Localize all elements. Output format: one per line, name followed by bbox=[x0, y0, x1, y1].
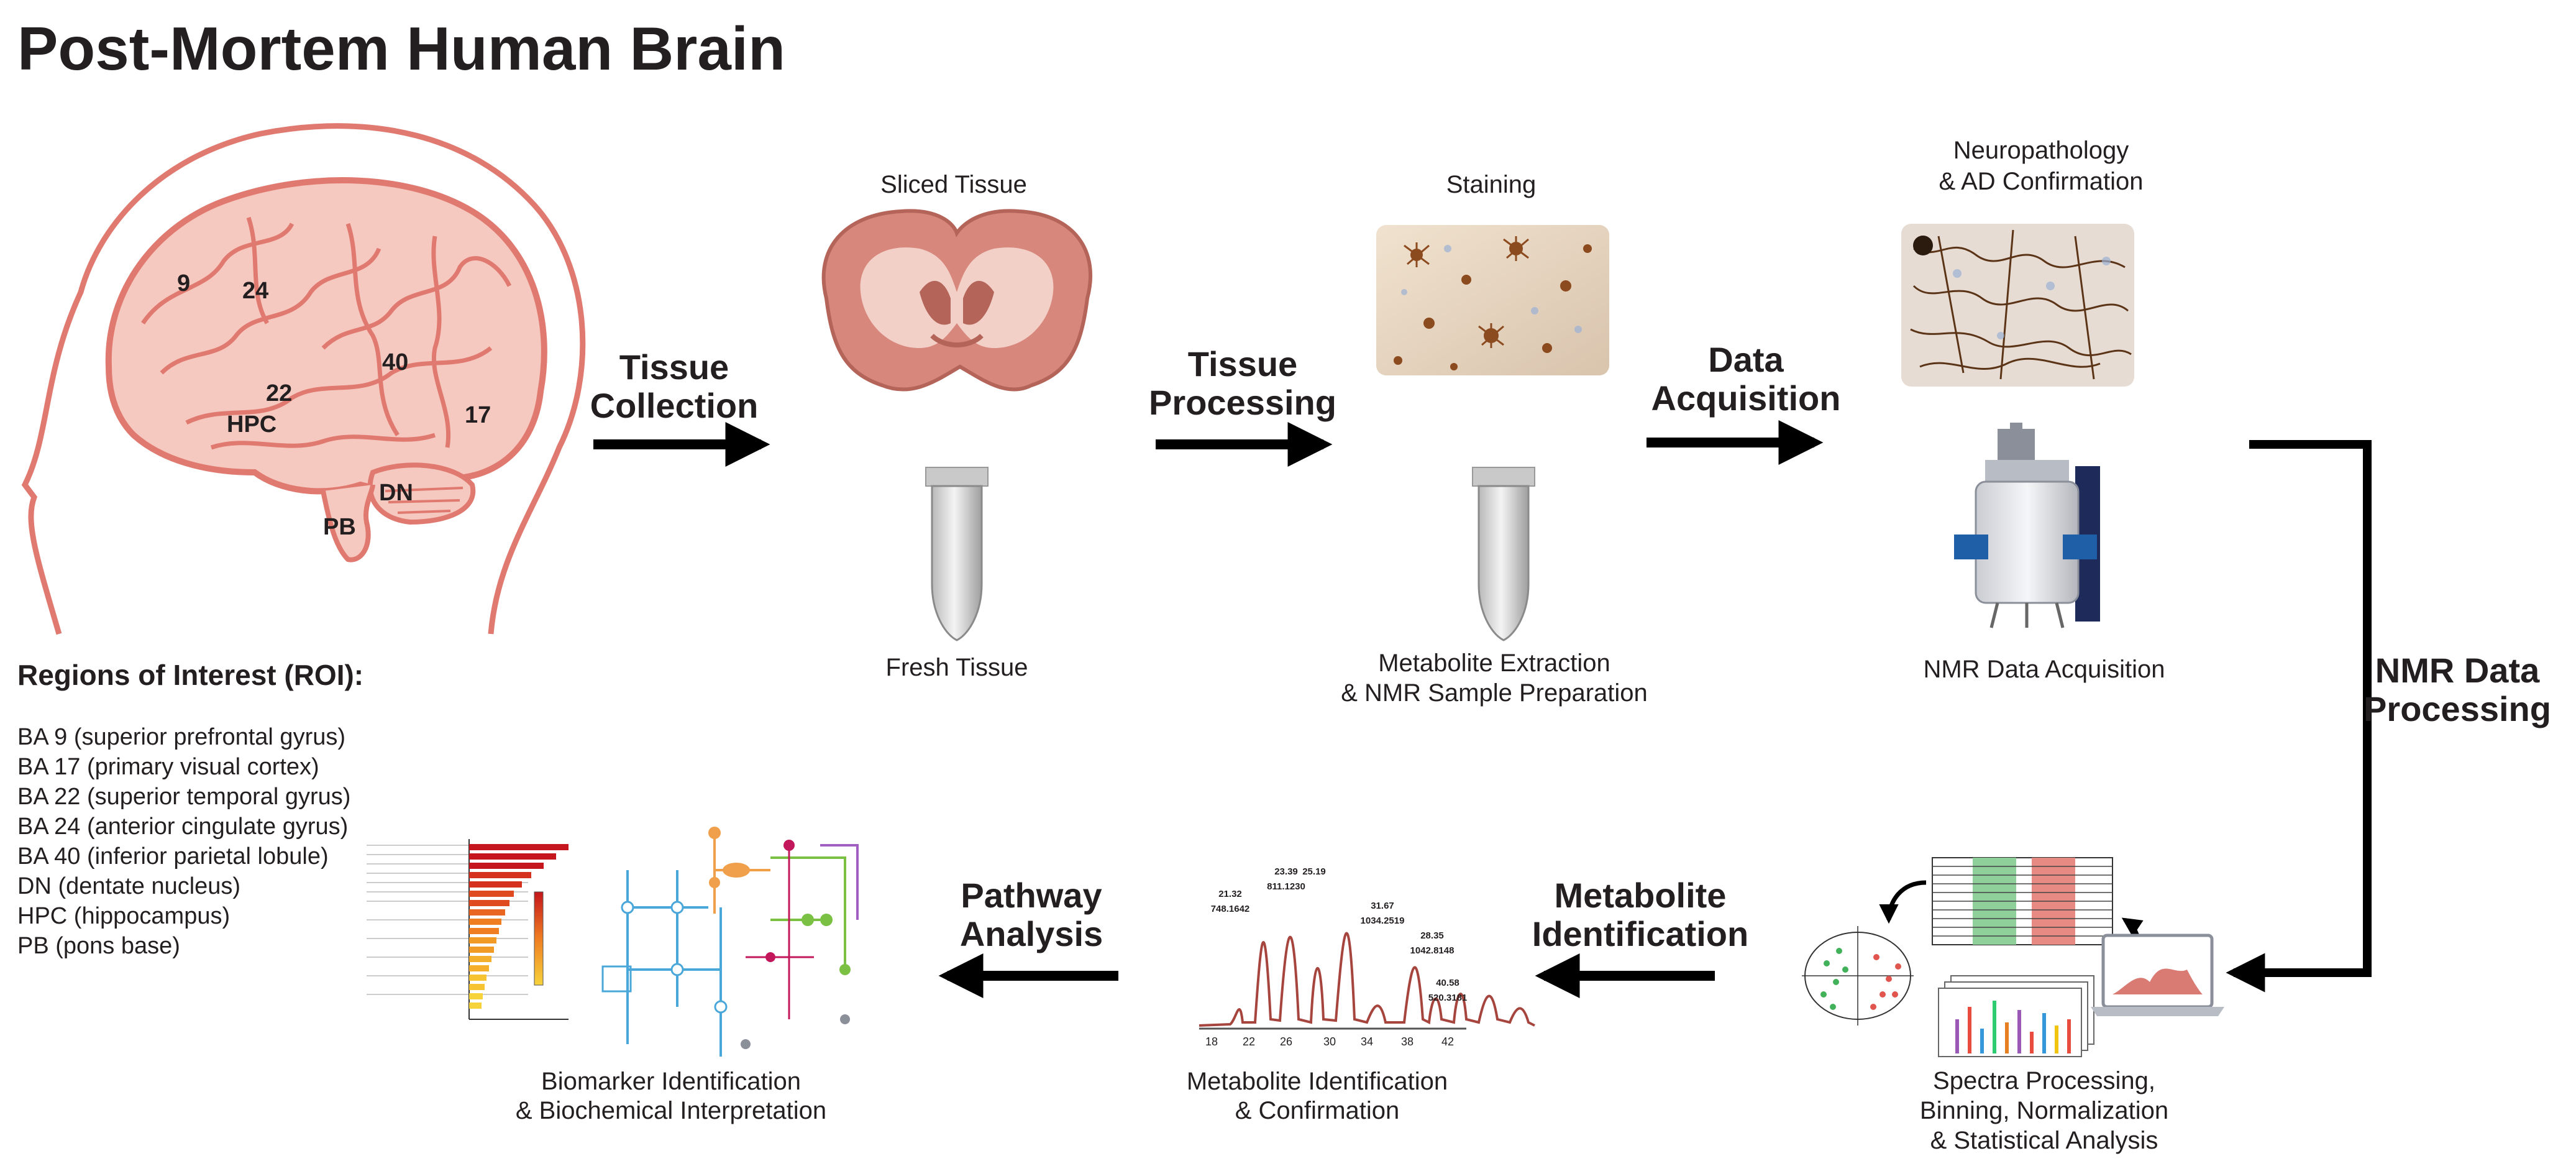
caption-spectra-processing: & Statistical Analysis bbox=[1930, 1127, 2158, 1154]
brain-label-ba40: 40 bbox=[382, 349, 408, 375]
step-label-tissue-collection: Tissue bbox=[619, 347, 729, 387]
head-silhouette bbox=[21, 123, 586, 635]
staining-micrograph bbox=[1376, 225, 1609, 375]
peak-label: 31.67 bbox=[1371, 901, 1394, 911]
caption-sliced-tissue: Sliced Tissue bbox=[880, 171, 1027, 198]
peak-label: 811.1230 bbox=[1267, 881, 1305, 892]
mass-spectrum: 21.32 748.1642 23.39 811.1230 25.19 31.6… bbox=[1199, 866, 1535, 1048]
step-label-nmr-data-processing: Processing bbox=[2364, 689, 2551, 728]
axis-tick: 38 bbox=[1401, 1035, 1414, 1048]
caption-metabolite-extraction: & NMR Sample Preparation bbox=[1341, 679, 1648, 707]
brain-gyri bbox=[141, 216, 512, 450]
step-label-data-acquisition: Acquisition bbox=[1651, 379, 1841, 418]
roi-item: PB (pons base) bbox=[17, 933, 180, 959]
pathway-network bbox=[601, 827, 859, 1057]
caption-metabolite-extraction: Metabolite Extraction bbox=[1378, 649, 1610, 677]
step-label-tissue-collection: Collection bbox=[590, 386, 759, 425]
axis-tick: 42 bbox=[1441, 1035, 1454, 1048]
fresh-tissue-tube bbox=[925, 467, 989, 641]
peak-label: 21.32 bbox=[1218, 889, 1242, 899]
roi-item: DN (dentate nucleus) bbox=[17, 873, 240, 899]
brain-label-pb: PB bbox=[323, 514, 356, 540]
peak-label: 25.19 bbox=[1302, 866, 1326, 877]
caption-fresh-tissue: Fresh Tissue bbox=[886, 654, 1028, 681]
peak-label: 28.35 bbox=[1420, 930, 1444, 941]
brain-cerebrum bbox=[105, 177, 547, 495]
brain-label-dn: DN bbox=[379, 480, 413, 506]
roi-list: Regions of Interest (ROI): BA 9 (superio… bbox=[17, 659, 363, 959]
extraction-tube bbox=[1472, 467, 1535, 641]
brain-label-ba22: 22 bbox=[266, 380, 292, 406]
roi-item: BA 24 (anterior cingulate gyrus) bbox=[17, 814, 348, 840]
cerebellum bbox=[367, 462, 476, 525]
arrow-nmr-data-processing bbox=[2226, 440, 2372, 993]
peak-label: 520.3181 bbox=[1428, 993, 1468, 1003]
caption-nmr-acquisition: NMR Data Acquisition bbox=[1923, 656, 2165, 683]
axis-tick: 22 bbox=[1243, 1035, 1255, 1048]
step-label-tissue-processing: Processing bbox=[1149, 383, 1336, 422]
step-label-metabolite-identification: Identification bbox=[1532, 914, 1748, 953]
peak-label: 748.1642 bbox=[1211, 904, 1250, 914]
roi-item: BA 22 (superior temporal gyrus) bbox=[17, 784, 350, 810]
peak-label: 23.39 bbox=[1274, 866, 1298, 877]
brain-label-hpc: HPC bbox=[227, 411, 276, 438]
caption-staining: Staining bbox=[1446, 171, 1537, 198]
brain-label-ba17: 17 bbox=[465, 402, 491, 428]
roi-heading: Regions of Interest (ROI): bbox=[17, 659, 363, 691]
caption-biomarker: & Biochemical Interpretation bbox=[516, 1097, 826, 1124]
caption-metabolite-confirmation: Metabolite Identification bbox=[1187, 1068, 1448, 1095]
peak-label: 1034.2519 bbox=[1361, 915, 1405, 926]
spectra-processing-graphics bbox=[1802, 857, 2224, 1057]
roi-item: HPC (hippocampus) bbox=[17, 903, 230, 929]
roi-item: BA 40 (inferior parietal lobule) bbox=[17, 843, 329, 870]
caption-biomarker: Biomarker Identification bbox=[541, 1068, 801, 1095]
step-label-tissue-processing: Tissue bbox=[1188, 344, 1297, 383]
biomarker-bar-chart bbox=[367, 839, 569, 1020]
caption-metabolite-confirmation: & Confirmation bbox=[1235, 1097, 1400, 1124]
axis-tick: 26 bbox=[1280, 1035, 1292, 1048]
roi-item: BA 17 (primary visual cortex) bbox=[17, 754, 319, 780]
sliced-tissue-image bbox=[821, 209, 1092, 392]
axis-tick: 30 bbox=[1323, 1035, 1336, 1048]
step-label-data-acquisition: Data bbox=[1708, 340, 1784, 379]
neuropathology-micrograph bbox=[1901, 224, 2134, 387]
caption-spectra-processing: Binning, Normalization bbox=[1920, 1097, 2168, 1124]
step-label-pathway-analysis: Analysis bbox=[960, 914, 1103, 953]
caption-neuropathology: & AD Confirmation bbox=[1939, 168, 2143, 195]
brain-label-ba9: 9 bbox=[177, 270, 190, 296]
peak-label: 1042.8148 bbox=[1410, 945, 1455, 956]
caption-neuropathology: Neuropathology bbox=[1953, 137, 2129, 164]
roi-item: BA 9 (superior prefrontal gyrus) bbox=[17, 724, 345, 750]
peak-label: 40.58 bbox=[1436, 978, 1459, 988]
axis-tick: 34 bbox=[1361, 1035, 1373, 1048]
caption-spectra-processing: Spectra Processing, bbox=[1933, 1067, 2155, 1094]
axis-tick: 18 bbox=[1205, 1035, 1218, 1048]
step-label-metabolite-identification: Metabolite bbox=[1555, 876, 1727, 915]
brain-illustration: 9 24 40 22 17 HPC DN PB bbox=[21, 123, 586, 635]
nmr-spectrometer bbox=[1954, 423, 2100, 628]
brain-label-ba24: 24 bbox=[242, 278, 268, 304]
step-label-pathway-analysis: Pathway bbox=[961, 876, 1102, 915]
page-title: Post-Mortem Human Brain bbox=[17, 14, 785, 83]
step-label-nmr-data-processing: NMR Data bbox=[2375, 651, 2540, 690]
brainstem bbox=[321, 484, 375, 562]
